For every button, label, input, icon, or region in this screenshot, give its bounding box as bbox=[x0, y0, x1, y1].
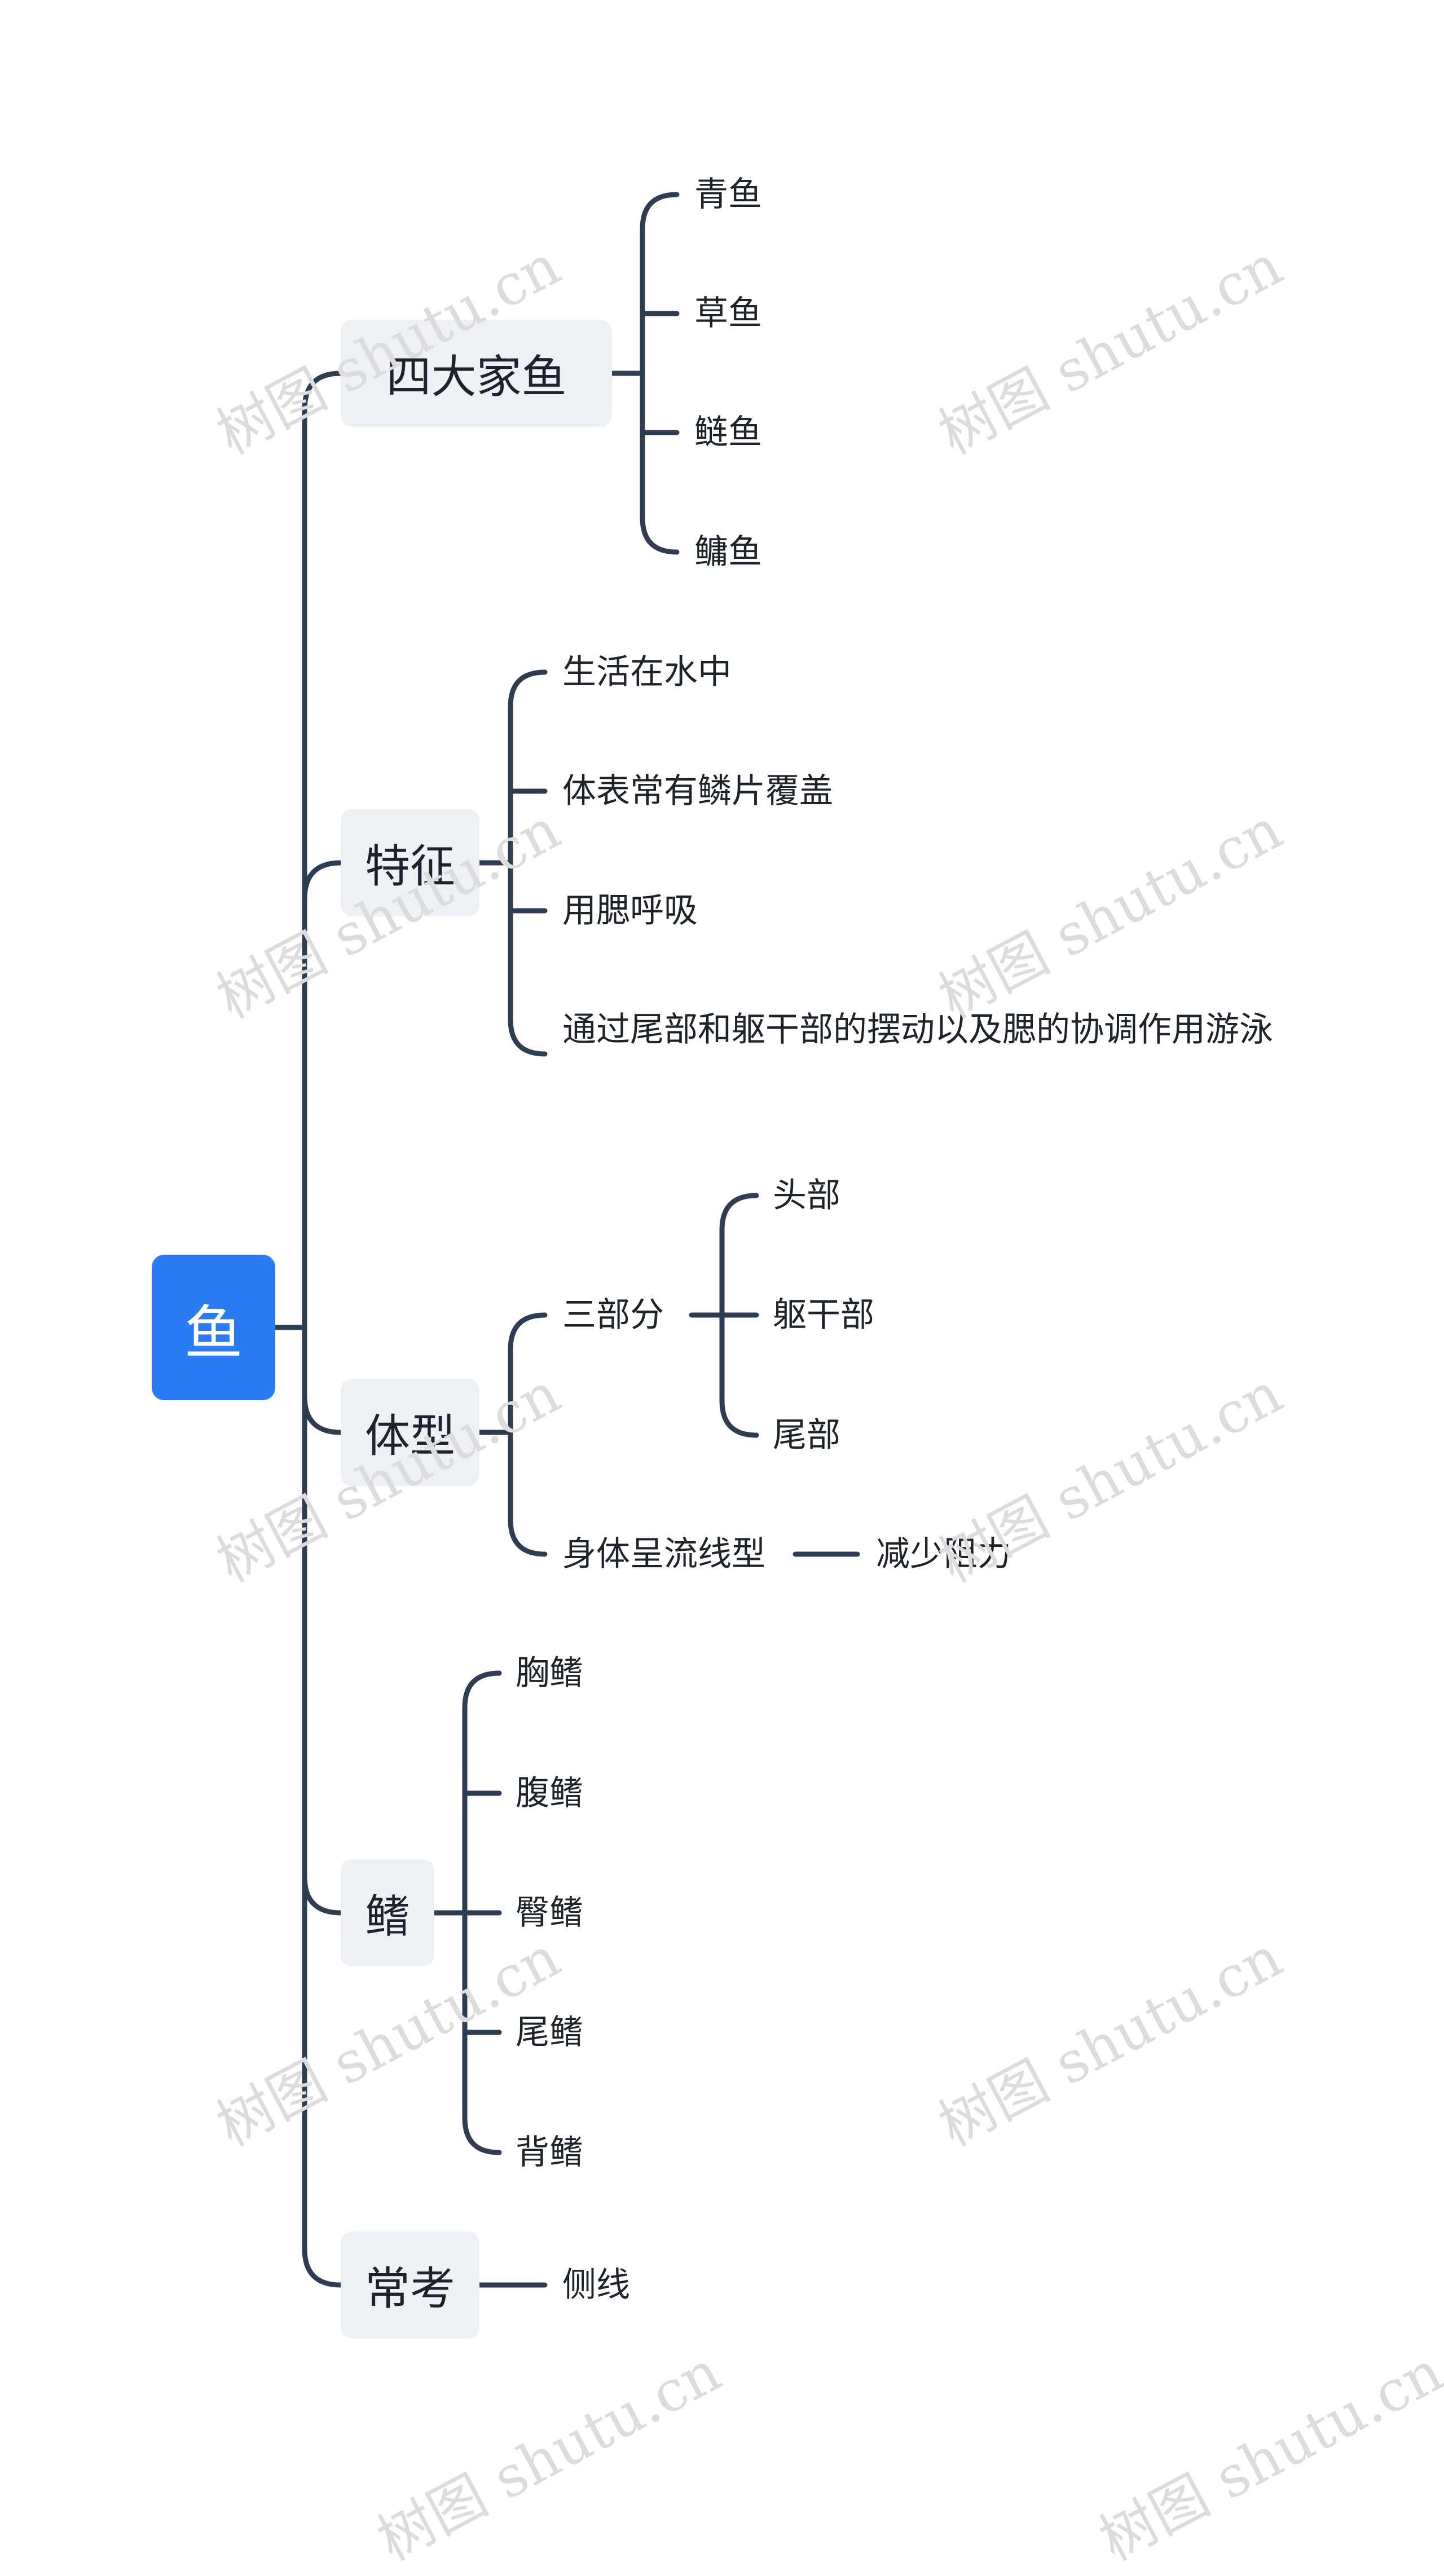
branch-node-changkao[interactable]: 常考 bbox=[341, 2231, 479, 2339]
leaf-node[interactable]: 侧线 bbox=[562, 2265, 630, 2305]
mindmap-canvas: 鱼 四大家鱼 特征 体型 鳍 常考 青鱼 草鱼 鲢鱼 鳙鱼 生活在水中 体表常有… bbox=[152, 175, 1444, 2574]
leaf-node[interactable]: 腹鳍 bbox=[516, 1774, 583, 1813]
leaf-node[interactable]: 尾鳍 bbox=[516, 2013, 583, 2052]
sub-branch-node[interactable]: 身体呈流线型 bbox=[562, 1534, 765, 1574]
leaf-node[interactable]: 体表常有鳞片覆盖 bbox=[562, 771, 833, 811]
connector-qi bbox=[432, 1670, 502, 2155]
root-node[interactable]: 鱼 bbox=[152, 1255, 275, 1400]
connector-tezheng bbox=[477, 669, 548, 1057]
leaf-node[interactable]: 头部 bbox=[773, 1176, 840, 1215]
leaf-node[interactable]: 通过尾部和躯干部的摆动以及腮的协调作用游泳 bbox=[562, 1010, 1273, 1049]
branch-label: 常考 bbox=[365, 2262, 455, 2315]
leaf-node[interactable]: 臀鳍 bbox=[516, 1893, 583, 1933]
leaf-node[interactable]: 尾部 bbox=[773, 1415, 840, 1455]
branch-node-tixing[interactable]: 体型 bbox=[341, 1379, 479, 1486]
leaf-node[interactable]: 青鱼 bbox=[694, 175, 762, 214]
connector-sidajiayu bbox=[609, 192, 680, 555]
branch-label: 体型 bbox=[365, 1410, 455, 1462]
leaf-node[interactable]: 用腮呼吸 bbox=[562, 891, 698, 930]
connector-trunk bbox=[302, 370, 344, 2288]
leaf-node[interactable]: 胸鳍 bbox=[516, 1653, 583, 1693]
branch-label: 鳍 bbox=[365, 1890, 410, 1943]
connector-tixing bbox=[477, 1312, 548, 1557]
leaf-node[interactable]: 鳙鱼 bbox=[694, 532, 762, 572]
connector-to-branch-2 bbox=[302, 860, 344, 902]
connector-to-branch-3 bbox=[302, 1393, 344, 1435]
branch-label: 特征 bbox=[365, 840, 455, 893]
leaf-node[interactable]: 减少阻力 bbox=[876, 1534, 1011, 1574]
connector-sanbufen bbox=[689, 1193, 759, 1438]
connector-to-branch-4 bbox=[302, 1874, 344, 1916]
leaf-node[interactable]: 生活在水中 bbox=[562, 652, 732, 692]
leaf-node[interactable]: 草鱼 bbox=[694, 294, 762, 333]
connector-lines bbox=[272, 192, 860, 2288]
branch-node-sidajiayu[interactable]: 四大家鱼 bbox=[341, 320, 612, 427]
branch-node-qi[interactable]: 鳍 bbox=[341, 1859, 434, 1966]
branch-node-tezheng[interactable]: 特征 bbox=[341, 809, 479, 916]
leaf-node[interactable]: 背鳍 bbox=[516, 2133, 583, 2172]
leaf-node[interactable]: 鲢鱼 bbox=[694, 413, 762, 452]
leaf-node[interactable]: 躯干部 bbox=[773, 1295, 874, 1335]
sub-branch-node[interactable]: 三部分 bbox=[562, 1295, 664, 1335]
branch-label: 四大家鱼 bbox=[386, 351, 567, 403]
root-label: 鱼 bbox=[184, 1298, 243, 1368]
